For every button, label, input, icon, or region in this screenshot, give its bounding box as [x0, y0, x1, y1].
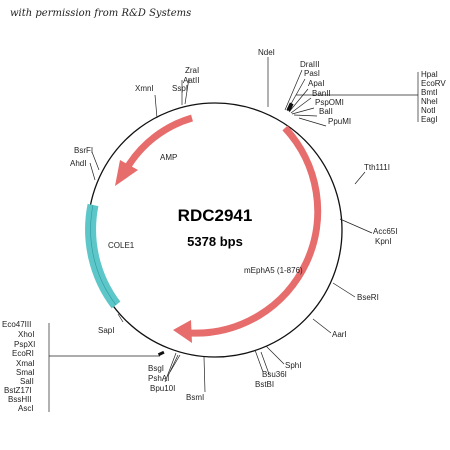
site-nhei: NheI	[421, 97, 438, 106]
amp-feature-arc	[124, 114, 194, 170]
epha5-arrowhead	[173, 320, 192, 343]
site-ndei: NdeI	[258, 48, 275, 57]
amp-label: AMP	[160, 153, 177, 162]
plasmid-backbone	[87, 102, 343, 358]
cole1-label: COLE1	[108, 241, 135, 250]
site-pasi: PasI	[304, 69, 320, 78]
site-pshai: PshAI	[148, 374, 169, 383]
site-aari: AarI	[332, 330, 347, 339]
site-bsrfi: BsrFI	[74, 146, 93, 155]
site-bseri: BseRI	[357, 293, 379, 302]
site-eco47iii: Eco47III	[2, 320, 31, 329]
cole1-feature-arc	[85, 203, 121, 309]
site-xmni: XmnI	[135, 84, 154, 93]
site-bpu10i: Bpu10I	[150, 384, 175, 393]
site-zral: ZraI	[185, 66, 199, 75]
site-sali: SalI	[20, 377, 34, 386]
site-draiii: DraIII	[300, 60, 320, 69]
plasmid-name: RDC2941	[178, 206, 253, 225]
site-kpni: KpnI	[375, 237, 391, 246]
site-aatii: AatII	[183, 76, 199, 85]
site-ahdi: AhdI	[70, 159, 86, 168]
site-bsshii: BssHII	[8, 395, 32, 404]
site-pspomi: PspOMI	[315, 98, 344, 107]
site-banii: BanII	[312, 89, 331, 98]
epha5-label: mEphA5 (1-876)	[244, 266, 303, 275]
site-xmai: XmaI	[16, 359, 35, 368]
site-pspxi: PspXI	[14, 340, 35, 349]
credit-text: with permission from R&D Systems	[10, 8, 192, 19]
site-sapi: SapI	[98, 326, 114, 335]
site-bsmi: BsmI	[186, 393, 204, 402]
site-tth111i: Tth111I	[364, 163, 390, 172]
site-bmti: BmtI	[421, 88, 437, 97]
site-leader-lines	[48, 57, 419, 412]
left-site-box: Eco47III XhoI PspXI EcoRI XmaI SmaI SalI…	[2, 320, 35, 413]
site-bstbi: BstBI	[255, 380, 274, 389]
site-ecori: EcoRI	[12, 349, 34, 358]
amp-arrowhead	[115, 160, 138, 186]
site-asci: AscI	[18, 404, 34, 413]
site-smai: SmaI	[16, 368, 35, 377]
site-ppumi: PpuMI	[328, 117, 351, 126]
site-hpai: HpaI	[421, 70, 438, 79]
site-bali: BalI	[319, 107, 333, 116]
epha5-feature-arc	[189, 125, 322, 337]
site-apai: ApaI	[308, 79, 324, 88]
plasmid-size: 5378 bps	[187, 234, 243, 249]
site-acc65i: Acc65I	[373, 227, 397, 236]
site-sphi: SphI	[285, 361, 301, 370]
site-noti: NotI	[421, 106, 436, 115]
site-ecorv: EcoRV	[421, 79, 446, 88]
site-eagi: EagI	[421, 115, 437, 124]
site-bsgi: BsgI	[148, 364, 164, 373]
site-sspi: SspI	[172, 84, 188, 93]
site-bsu36i: Bsu36I	[262, 370, 287, 379]
site-bstz17i: BstZ17I	[4, 386, 32, 395]
site-xhoi: XhoI	[18, 330, 34, 339]
